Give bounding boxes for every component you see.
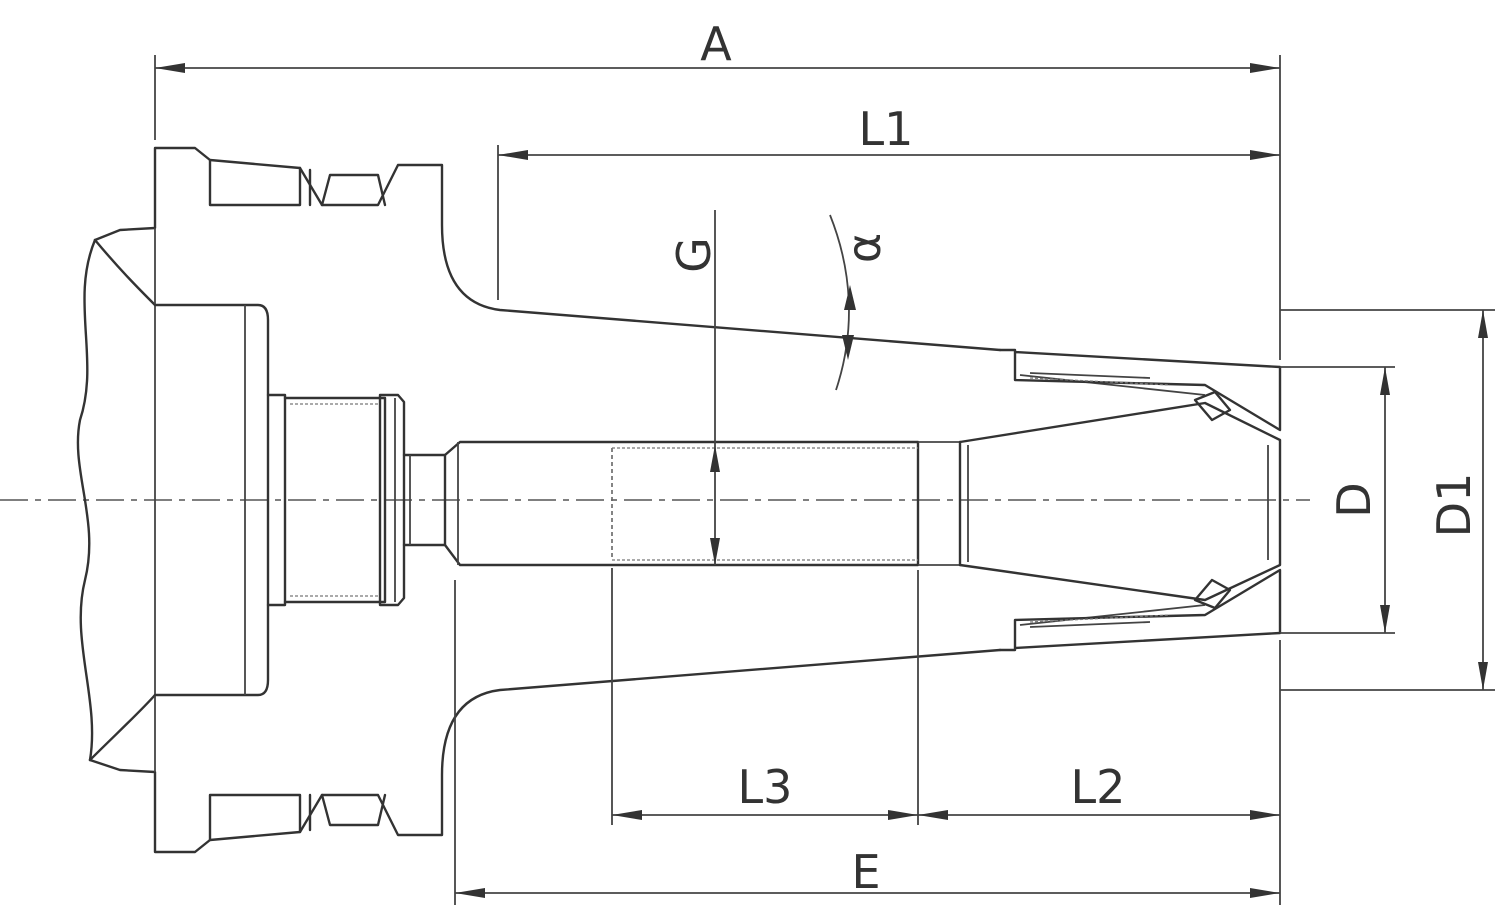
dimension-G: [710, 445, 720, 565]
break-line: [76, 238, 97, 762]
flange-body: [76, 146, 1002, 854]
hsk-cavity: [153, 303, 270, 697]
label-L2: L2: [1071, 760, 1126, 814]
thread-ring: [266, 393, 287, 607]
dimension-L2: [918, 810, 1280, 820]
dimension-A: [155, 63, 1280, 73]
dimension-L3: [612, 810, 918, 820]
collet: [958, 374, 1282, 626]
angle-alpha: [829, 214, 856, 391]
inner-screw: [443, 440, 962, 567]
label-alpha: α: [837, 233, 891, 263]
label-L1: L1: [859, 102, 914, 156]
extension-lines: [154, 55, 1495, 905]
label-L3: L3: [738, 760, 793, 814]
dimension-L1: [498, 150, 1280, 160]
break-line-inner: [88, 238, 157, 762]
label-D1: D1: [1427, 473, 1481, 538]
dimension-D: [1380, 367, 1390, 633]
label-A: A: [700, 17, 732, 71]
flange-top-slot: [208, 158, 387, 207]
flange-bottom-slot: [208, 793, 387, 842]
dimension-E: [455, 888, 1280, 898]
label-G: G: [667, 237, 721, 273]
label-E: E: [851, 845, 880, 899]
flange-top: [93, 146, 1002, 352]
label-D: D: [1327, 482, 1381, 517]
dimension-D1: [1478, 310, 1488, 690]
flange-bottom: [88, 648, 1002, 854]
